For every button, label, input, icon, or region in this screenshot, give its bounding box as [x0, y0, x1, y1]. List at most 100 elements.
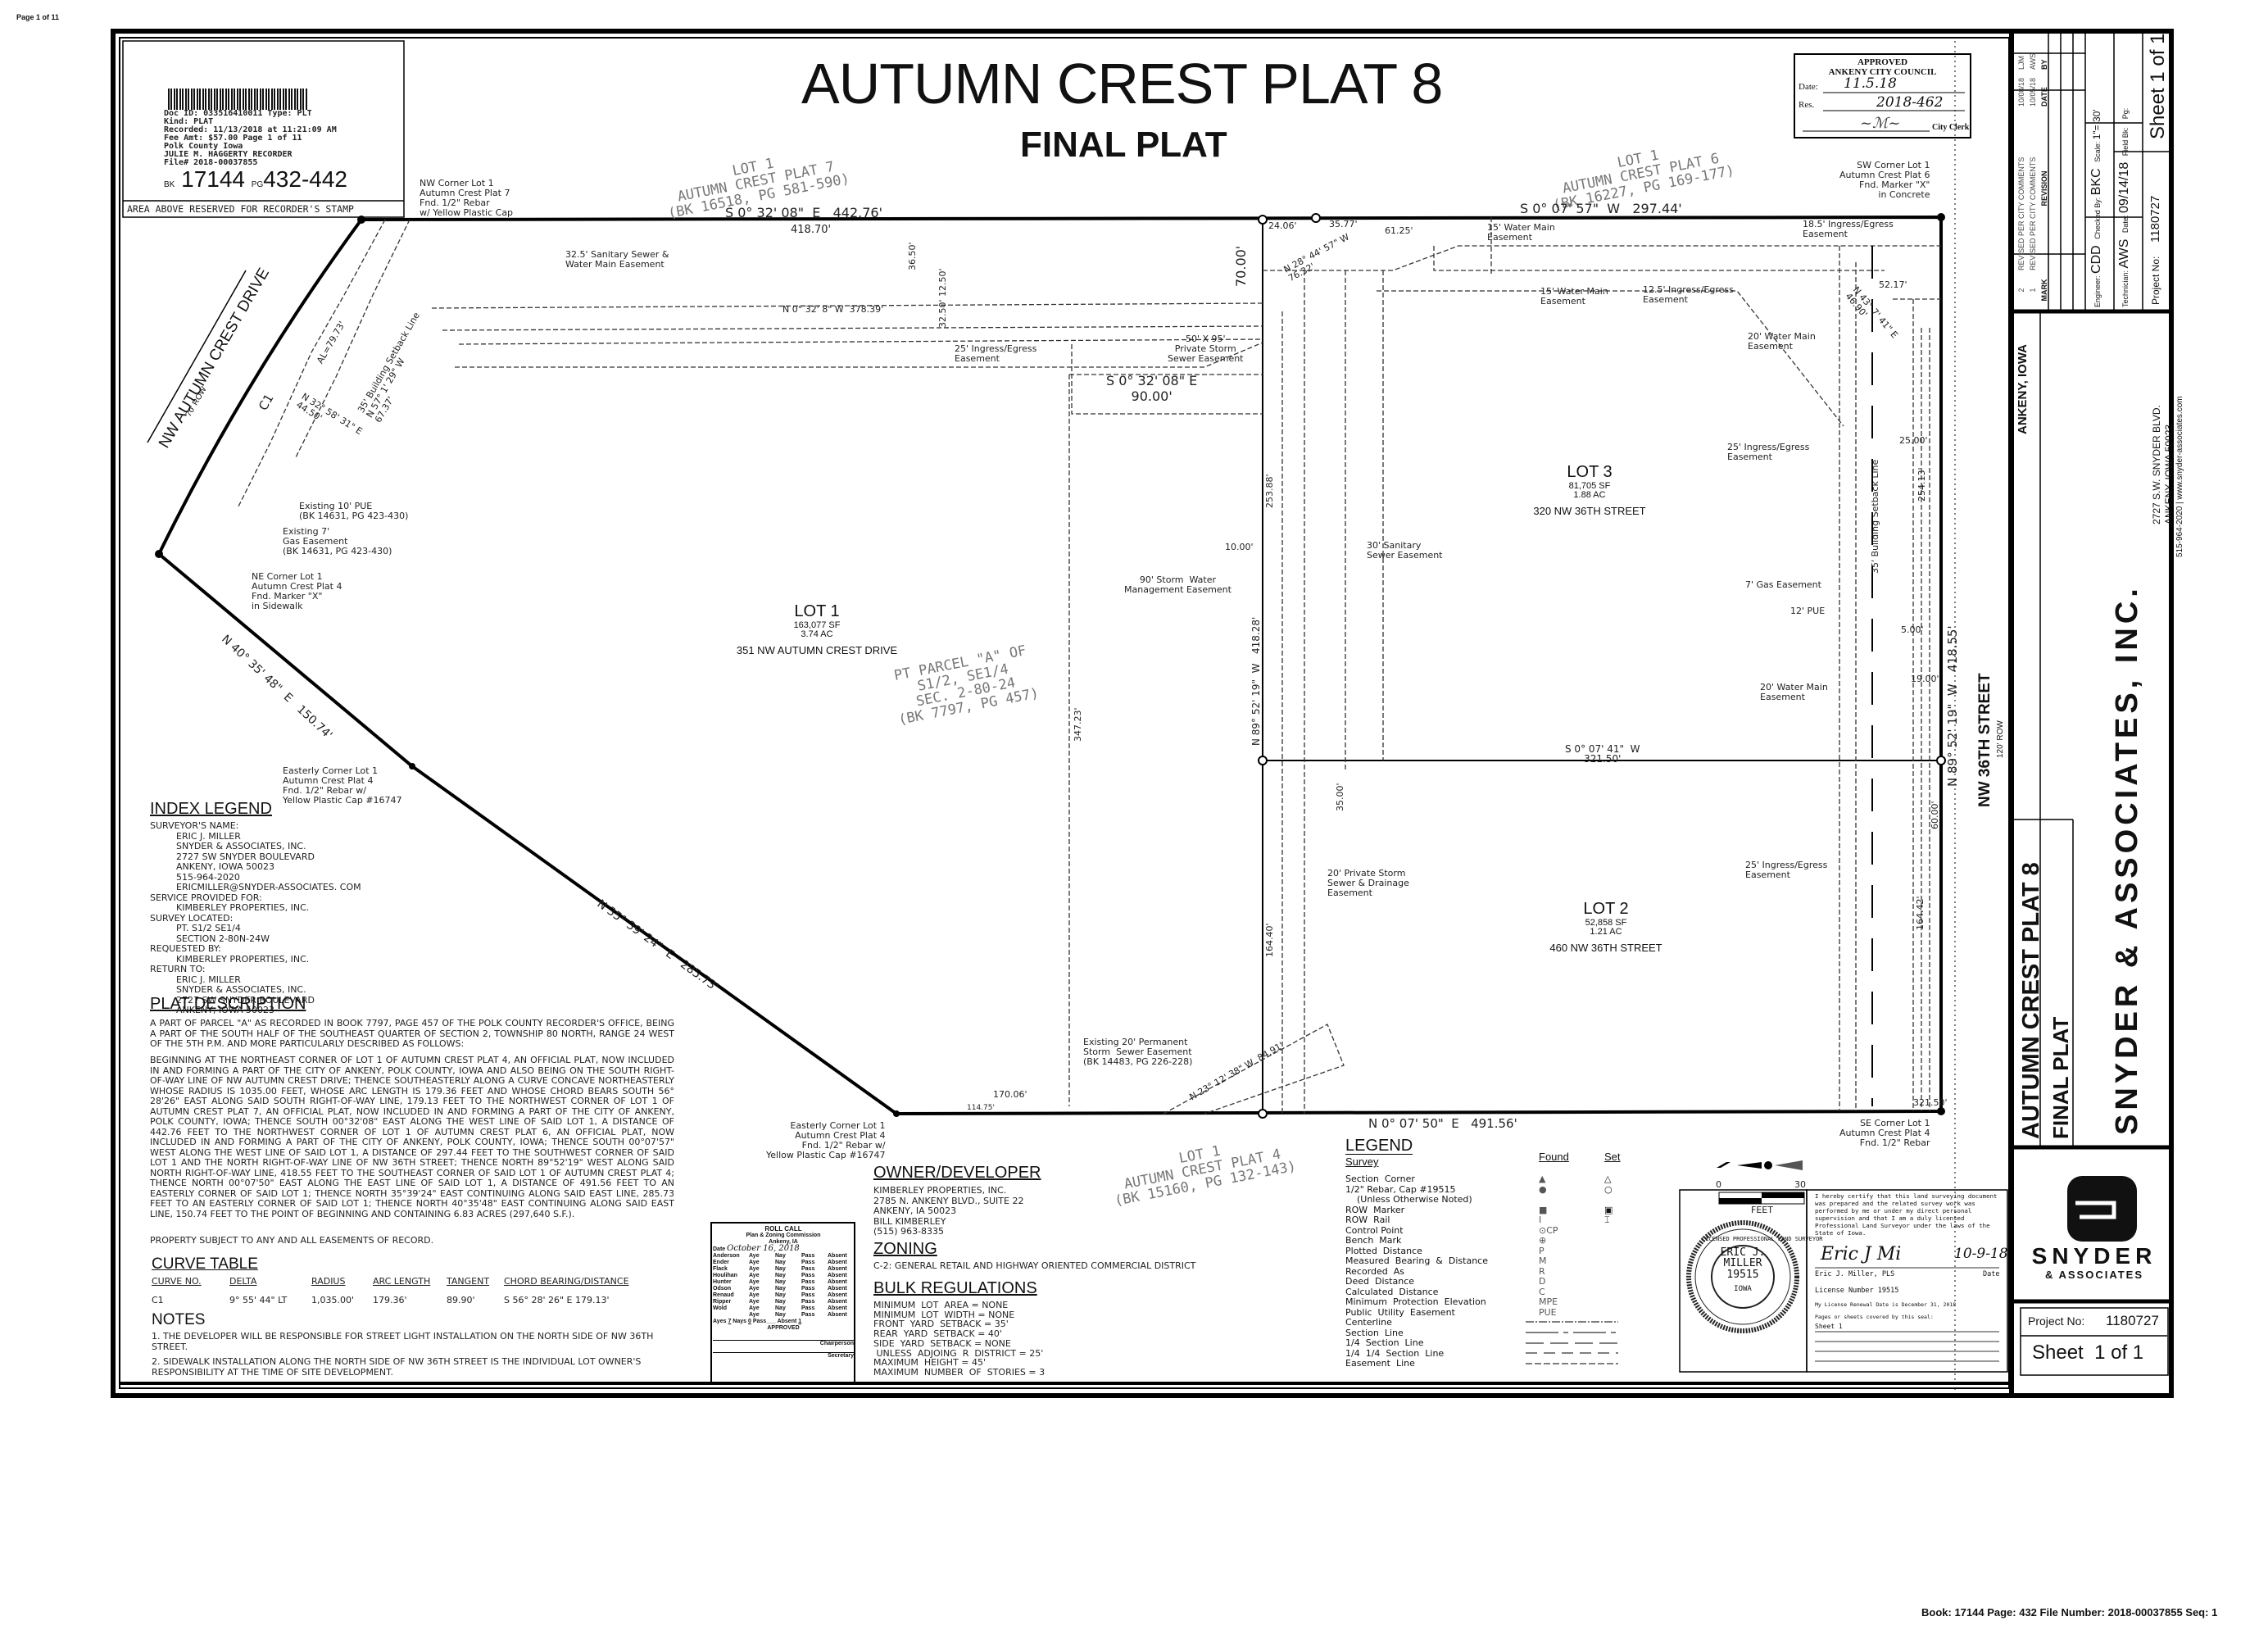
vote-option: Pass [801, 1273, 815, 1278]
legend-set-symbol [1604, 1297, 1637, 1308]
map-label: Easterly Corner Lot 1 Autumn Crest Plat … [283, 765, 402, 806]
map-label: SW Corner Lot 1 Autumn Crest Plat 6 Fnd.… [1839, 160, 1930, 200]
curve-cell: 1,035.00' [311, 1294, 355, 1305]
tb-firm: SNYDER & ASSOCIATES, INC. [2110, 584, 2144, 1135]
lot-1-label: LOT 1 163,077 SF 3.74 AC 351 NW AUTUMN C… [735, 602, 899, 656]
rev-text: REVISED PER CITY COMMENTS [2029, 157, 2037, 270]
vote-option: Nay [775, 1260, 786, 1265]
legend-row: (Unless Otherwise Noted) [1345, 1194, 1637, 1205]
rev-header-mark: MARK [2040, 279, 2048, 302]
member-name: Houlihan [713, 1273, 737, 1278]
scale-label: Scale: [2093, 141, 2102, 162]
map-label: 35' Building Setback Line [1870, 459, 1880, 574]
legend-found-symbol: ⊙CP [1539, 1224, 1558, 1236]
legend-found-symbol: P [1539, 1245, 1545, 1256]
legend-row: Centerline [1345, 1317, 1637, 1328]
sheets-covered: Sheet 1 [1815, 1323, 1843, 1330]
map-label: N 89° 52' 19" W 418.28' [1250, 616, 1262, 746]
map-label: 164.42' [1915, 896, 1926, 930]
map-label: 321.50' [1913, 1097, 1948, 1108]
vote-option: Nay [775, 1266, 786, 1272]
map-label: 12.5' Ingress/Egress Easement [1643, 284, 1734, 305]
map-label: N 0° 07' 50" E 491.56' [1368, 1116, 1517, 1131]
clerk-signature: ~ℳ~ [1860, 115, 1901, 132]
sheet-of: of [2111, 1342, 2128, 1364]
index-value: KIMBERLEY PROPERTIES, INC. [176, 953, 310, 965]
legend-rows: Section Corner▲△1/2" Rebar, Cap #19515●○… [1345, 1174, 1637, 1369]
index-value: ERICMILLER@SNYDER-ASSOCIATES. COM [176, 882, 361, 892]
lot-area-sf: 52,858 SF [1585, 918, 1627, 928]
note-item: 2. SIDEWALK INSTALLATION ALONG THE NORTH… [152, 1356, 642, 1378]
legend-line-samples [1526, 1321, 1618, 1364]
absent-count: 1 [798, 1319, 802, 1324]
legend-set-symbol [1604, 1236, 1637, 1246]
barcode-icon [168, 89, 307, 110]
legend-row: 1/2" Rebar, Cap #19515●○ [1345, 1183, 1637, 1196]
bk-label: BK [164, 180, 175, 189]
index-label: RETURN TO: [150, 964, 206, 974]
vote-option: Aye [749, 1266, 760, 1272]
page-range: 432-442 [263, 166, 347, 192]
map-label: 5.00' [1901, 624, 1924, 635]
approval-clerk-label: City Clerk [1932, 123, 1970, 132]
map-label: 60.00' [1930, 801, 1940, 829]
legend-set-symbol: ○ [1604, 1183, 1613, 1195]
map-label: 70.00' [1233, 245, 1249, 287]
stamp-line: Kind: PLAT [164, 117, 214, 126]
member-name: Flack [713, 1266, 728, 1272]
surveyor-signature: Eric J Mi [1821, 1244, 1902, 1264]
vote-option: Aye [749, 1312, 760, 1318]
vote-option: Aye [749, 1279, 760, 1285]
engineer-label: Engineer: [2093, 275, 2102, 307]
index-label: REQUESTED BY: [150, 943, 221, 954]
bulk-line: MINIMUM LOT AREA = NONE [873, 1300, 1009, 1310]
vote-option: Aye [749, 1253, 760, 1259]
vote-option: Absent [828, 1299, 847, 1305]
vote-option: Absent [828, 1260, 847, 1265]
seal-text: LICENSED PROFESSIONAL LAND SURVEYOR ERIC… [1702, 1236, 1823, 1293]
approval-stamp: APPROVED ANKENY CITY COUNCIL [1794, 57, 1971, 77]
legend-set-symbol [1604, 1328, 1637, 1339]
scale-bar [1718, 1192, 1805, 1205]
checked-label: Checked By: [2093, 197, 2102, 239]
rev-text: REVISED PER CITY COMMENTS [2017, 157, 2025, 270]
map-label: S 0° 32' 08" E 90.00' [1106, 373, 1198, 404]
vote-option: Nay [775, 1286, 786, 1292]
legend-row: Easement Line [1345, 1358, 1637, 1369]
map-label: 30' Sanitary Sewer Easement [1367, 540, 1443, 561]
map-label: Existing 20' Permanent Storm Sewer Easem… [1083, 1037, 1193, 1067]
legend-row: Section Line [1345, 1328, 1637, 1339]
map-label: 61.25' [1385, 225, 1413, 236]
vote-option: Absent [828, 1253, 847, 1259]
map-label: 36.50' [907, 242, 918, 270]
bulk-line: UNLESS ADJOING R DISTRICT = 25' [873, 1347, 1044, 1359]
map-label: 18.5' Ingress/Egress Easement [1803, 219, 1894, 239]
stamp-line: Polk County Iowa [164, 142, 243, 151]
map-label: S 0° 07' 41" W 321.50' [1565, 743, 1640, 765]
roll-call-heading: ROLL CALL [764, 1225, 802, 1233]
chairperson-label: Chairperson [713, 1340, 854, 1347]
street-east-row: 120' ROW [1996, 720, 2005, 758]
roll-call-result: APPROVED [767, 1325, 800, 1331]
legend-found-symbol: I [1539, 1214, 1542, 1225]
vote-option: Nay [775, 1312, 786, 1318]
legend-label: 1/4 1/4 Section Line [1345, 1347, 1445, 1359]
legend-found-symbol [1539, 1318, 1604, 1328]
legend-found-symbol [1539, 1328, 1604, 1339]
vote-option: Pass [801, 1260, 815, 1265]
legend-set-symbol [1604, 1256, 1637, 1267]
tb-address: 2727 S.W. SNYDER BLVD. [2151, 405, 2162, 524]
legend-found-symbol: C [1539, 1286, 1545, 1297]
nays-label: Nays [733, 1319, 747, 1324]
vote-option: Absent [828, 1312, 847, 1318]
stamp-line: Fee Amt: $57.00 Page 1 of 11 [164, 134, 302, 143]
map-label: 25' Ingress/Egress Easement [1727, 442, 1810, 462]
